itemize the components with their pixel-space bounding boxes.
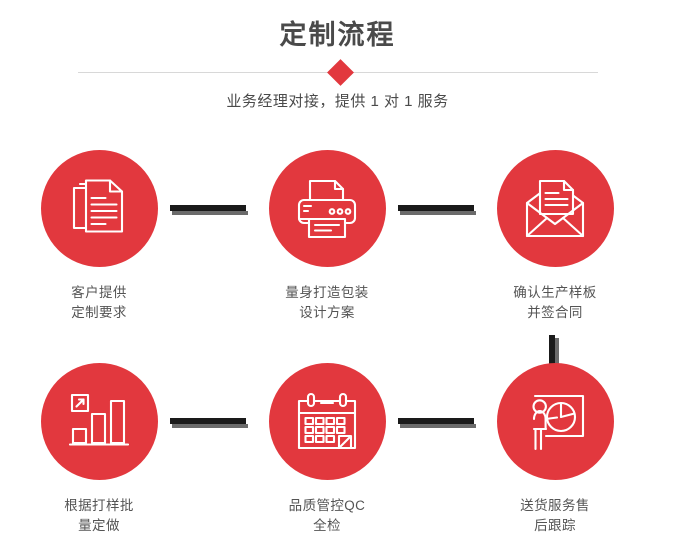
bar-chart-growth-icon bbox=[69, 393, 129, 451]
presenter-pie-chart-icon bbox=[524, 391, 586, 453]
connector-step5-step6 bbox=[398, 418, 476, 428]
step-6-label: 送货服务售 后跟踪 bbox=[520, 498, 590, 533]
connector-bar bbox=[398, 205, 474, 211]
connector-step3-step6 bbox=[549, 335, 559, 378]
flow-step-4[interactable]: 根据打样批 量定做 bbox=[19, 363, 179, 536]
title-divider bbox=[78, 59, 598, 86]
calendar-icon bbox=[296, 392, 358, 452]
flow-step-3[interactable]: 确认生产样板 并签合同 bbox=[475, 150, 635, 323]
connector-bar bbox=[170, 418, 246, 424]
connector-step1-step2 bbox=[170, 205, 248, 215]
step-1-icon-circle bbox=[40, 150, 158, 267]
connector-bar bbox=[170, 205, 246, 211]
step-3-icon-circle bbox=[496, 150, 614, 267]
printer-icon bbox=[295, 178, 359, 240]
step-6-icon-circle bbox=[496, 363, 614, 480]
connector-shadow bbox=[555, 338, 559, 378]
step-4-icon-circle bbox=[40, 363, 158, 480]
page-subtitle: 业务经理对接，提供 1 对 1 服务 bbox=[226, 93, 449, 110]
connector-bar bbox=[549, 335, 555, 375]
process-flow: 客户提供 定制要求 量身 bbox=[0, 150, 675, 550]
envelope-document-icon bbox=[523, 179, 587, 239]
step-5-icon-circle bbox=[268, 363, 386, 480]
documents-stack-icon bbox=[68, 178, 130, 240]
step-1-label: 客户提供 定制要求 bbox=[71, 285, 127, 320]
connector-step2-step3 bbox=[398, 205, 476, 215]
connector-shadow bbox=[400, 211, 476, 215]
step-4-label: 根据打样批 量定做 bbox=[64, 498, 134, 533]
connector-shadow bbox=[172, 424, 248, 428]
header: 定制流程 业务经理对接，提供 1 对 1 服务 bbox=[0, 0, 675, 130]
diamond-marker-icon bbox=[327, 59, 354, 86]
flow-step-6[interactable]: 送货服务售 后跟踪 bbox=[475, 363, 635, 536]
connector-shadow bbox=[172, 211, 248, 215]
connector-bar bbox=[398, 418, 474, 424]
step-2-label: 量身打造包装 设计方案 bbox=[285, 285, 369, 320]
step-5-label: 品质管控QC 全检 bbox=[288, 498, 366, 533]
step-2-icon-circle bbox=[268, 150, 386, 267]
flow-step-1[interactable]: 客户提供 定制要求 bbox=[19, 150, 179, 323]
connector-shadow bbox=[400, 424, 476, 428]
flow-step-5[interactable]: 品质管控QC 全检 bbox=[247, 363, 407, 536]
flow-step-2[interactable]: 量身打造包装 设计方案 bbox=[247, 150, 407, 323]
page-title: 定制流程 bbox=[279, 20, 396, 50]
connector-step4-step5 bbox=[170, 418, 248, 428]
step-3-label: 确认生产样板 并签合同 bbox=[513, 285, 597, 320]
